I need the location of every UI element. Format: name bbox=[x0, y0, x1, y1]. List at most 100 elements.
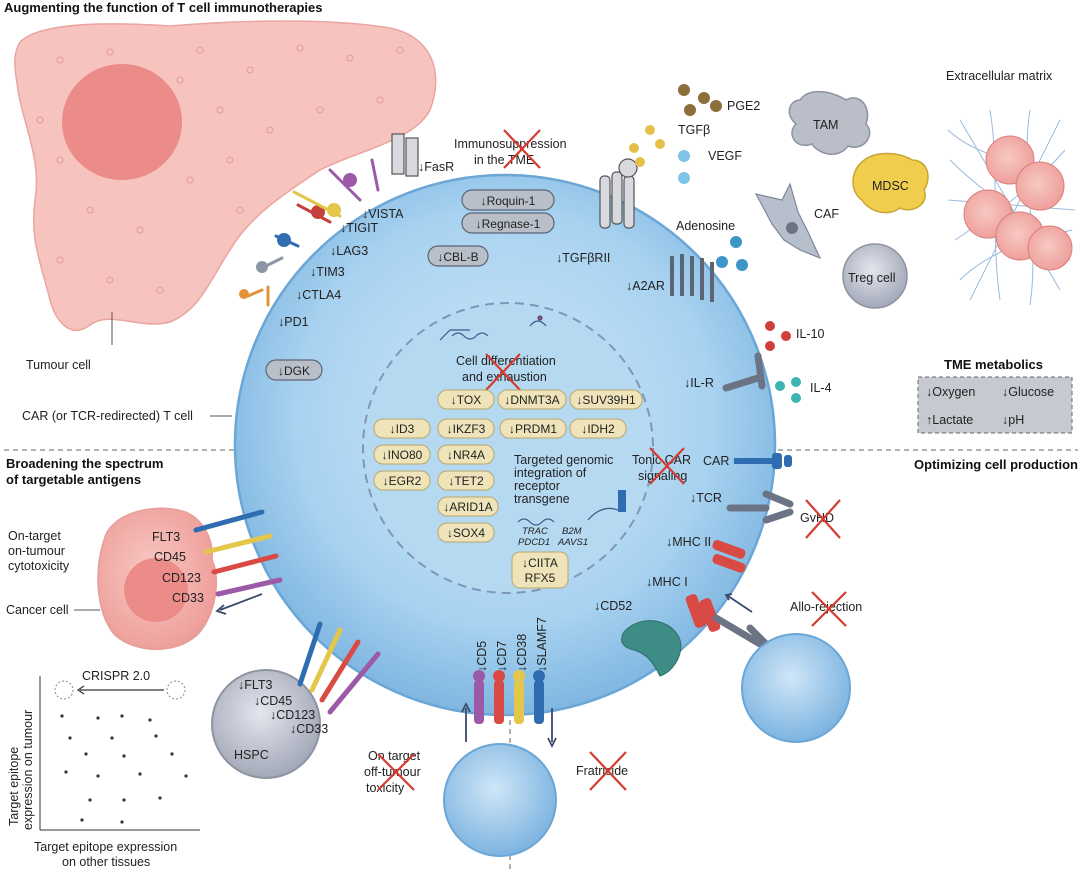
cross-icon bbox=[503, 129, 541, 169]
hspc-antigens bbox=[297, 621, 381, 715]
antigen-cancer-flt3: FLT3 bbox=[152, 530, 180, 544]
mdsc-cell bbox=[852, 152, 929, 214]
cd52-label: ↓CD52 bbox=[594, 599, 632, 613]
pill-roquin bbox=[461, 189, 555, 211]
tam-label: TAM bbox=[813, 118, 838, 132]
antigen-cd38: ↓CD38 bbox=[515, 634, 529, 672]
section-title-broadening-1: Broadening the spectrum bbox=[6, 456, 163, 471]
adenosine-molecules bbox=[716, 236, 748, 271]
crispr-label: CRISPR 2.0 bbox=[82, 669, 150, 683]
mhc1-label: ↓MHC I bbox=[646, 575, 688, 589]
tcr-receptor bbox=[726, 490, 794, 524]
cross-icon bbox=[485, 353, 521, 391]
mhc2-receptor bbox=[712, 539, 746, 573]
a2ar-label: ↓A2AR bbox=[626, 279, 665, 293]
ligand-pge2: PGE2 bbox=[727, 99, 760, 113]
antigen-cd5: ↓CD5 bbox=[475, 641, 489, 672]
checkpoint-ctla4: ↓CTLA4 bbox=[296, 288, 341, 302]
gene-suv39h1 bbox=[569, 389, 643, 410]
immunosuppression-label-1: Immunosuppression bbox=[454, 137, 567, 151]
mhc1-receptor bbox=[685, 594, 776, 654]
gene-arid1a-label: ↓ARID1A bbox=[443, 500, 492, 514]
plot-ylabel-1: Target epitope bbox=[7, 747, 21, 826]
metabolic-ph: ↓pH bbox=[1002, 413, 1024, 427]
fratricide-arrows bbox=[461, 701, 557, 749]
antigen-cancer-cd33: CD33 bbox=[172, 591, 204, 605]
checkpoint-lag3: ↓LAG3 bbox=[330, 244, 368, 258]
caf-label: CAF bbox=[814, 207, 839, 221]
cross-icon bbox=[589, 751, 627, 791]
treg-cell bbox=[842, 243, 908, 309]
section-title-augmenting: Augmenting the function of T cell immuno… bbox=[4, 0, 323, 15]
dna-icon bbox=[517, 507, 619, 526]
fratricide-t-cell bbox=[443, 743, 557, 857]
cross-icon bbox=[811, 591, 847, 627]
gene-tet2-label: ↓TET2 bbox=[448, 474, 484, 488]
gene-tox bbox=[437, 389, 495, 410]
pill-regnase bbox=[461, 212, 555, 234]
nucleus bbox=[362, 302, 654, 594]
gene-idh2 bbox=[569, 418, 627, 439]
tgfbr-label: ↓TGFβRII bbox=[556, 251, 610, 265]
antigen-hspc-cd33: ↓CD33 bbox=[290, 722, 328, 736]
cd52-molecule bbox=[621, 620, 682, 677]
gene-nr4a-label: ↓NR4A bbox=[447, 448, 485, 462]
bottom-antigens bbox=[473, 670, 545, 724]
cross-icon bbox=[805, 499, 841, 539]
ligand-il10: IL-10 bbox=[796, 327, 825, 341]
metabolic-lactate: ↑Lactate bbox=[926, 413, 973, 427]
gene-arid1a bbox=[437, 496, 499, 517]
antigen-cd7: ↓CD7 bbox=[495, 641, 509, 672]
pill-regnase-label: ↓Regnase-1 bbox=[476, 217, 541, 231]
genomic-title-2: integration of bbox=[514, 466, 587, 480]
locus-b2m: B2M bbox=[562, 526, 582, 537]
differentiation-label-2: and exhaustion bbox=[462, 370, 547, 384]
checkpoint-tigit: ↓TIGIT bbox=[340, 221, 379, 235]
antigen-hspc-cd45: ↓CD45 bbox=[254, 694, 292, 708]
locus-trac: TRAC bbox=[522, 526, 548, 537]
pill-dgk bbox=[265, 359, 323, 381]
hspc-cell bbox=[211, 669, 321, 779]
tam-cell bbox=[788, 90, 871, 155]
cancer-nucleus bbox=[124, 558, 188, 622]
gene-suv39h1-label: ↓SUV39H1 bbox=[576, 393, 636, 407]
on-target-label-2: on-tumour bbox=[8, 544, 65, 558]
fratricide-label: Fratricide bbox=[576, 764, 628, 778]
transgene-icon bbox=[618, 490, 626, 512]
off-target-label-3: toxicity bbox=[366, 781, 405, 795]
off-target-label-2: off-tumour bbox=[364, 765, 421, 779]
il10-molecules bbox=[765, 321, 791, 351]
tgfbr-receptor bbox=[599, 158, 638, 229]
genomic-title-4: transgene bbox=[514, 492, 570, 506]
ilr-receptor bbox=[722, 352, 766, 392]
metabolic-oxygen: ↓Oxygen bbox=[926, 385, 975, 399]
ligand-adenosine: Adenosine bbox=[676, 219, 735, 233]
gene-sox4-label: ↓SOX4 bbox=[447, 526, 485, 540]
cross-icon bbox=[377, 753, 415, 791]
pill-dgk-label: ↓DGK bbox=[278, 364, 310, 378]
gene-egr2-label: ↓EGR2 bbox=[383, 474, 422, 488]
on-target-label-1: On-target bbox=[8, 529, 61, 543]
dna-icon bbox=[439, 315, 547, 341]
gene-rfx5-label: RFX5 bbox=[525, 571, 556, 585]
a2ar-receptor bbox=[670, 254, 714, 302]
gene-idh2-label: ↓IDH2 bbox=[581, 422, 615, 436]
cross-icon bbox=[649, 447, 685, 485]
antigen-hspc-cd123: ↓CD123 bbox=[270, 708, 315, 722]
extracellular-matrix bbox=[947, 109, 1076, 306]
tumour-cell-label: Tumour cell bbox=[26, 358, 91, 372]
gene-dnmt3a-label: ↓DNMT3A bbox=[504, 393, 559, 407]
immunosuppression-label-2: in the TME bbox=[474, 153, 534, 167]
car-receptor bbox=[734, 453, 792, 469]
car-label: CAR bbox=[703, 454, 729, 468]
tgfb-molecules bbox=[629, 125, 665, 167]
car-t-cell-label: CAR (or TCR-redirected) T cell bbox=[22, 409, 193, 423]
mhc2-label: ↓MHC II bbox=[666, 535, 711, 549]
ligand-il4: IL-4 bbox=[810, 381, 832, 395]
gene-ciita-rfx5 bbox=[511, 551, 569, 589]
gene-prdm1-label: ↓PRDM1 bbox=[509, 422, 557, 436]
antigen-cancer-cd45: CD45 bbox=[154, 550, 186, 564]
genomic-title-3: receptor bbox=[514, 479, 560, 493]
ecm-label: Extracellular matrix bbox=[946, 69, 1053, 83]
